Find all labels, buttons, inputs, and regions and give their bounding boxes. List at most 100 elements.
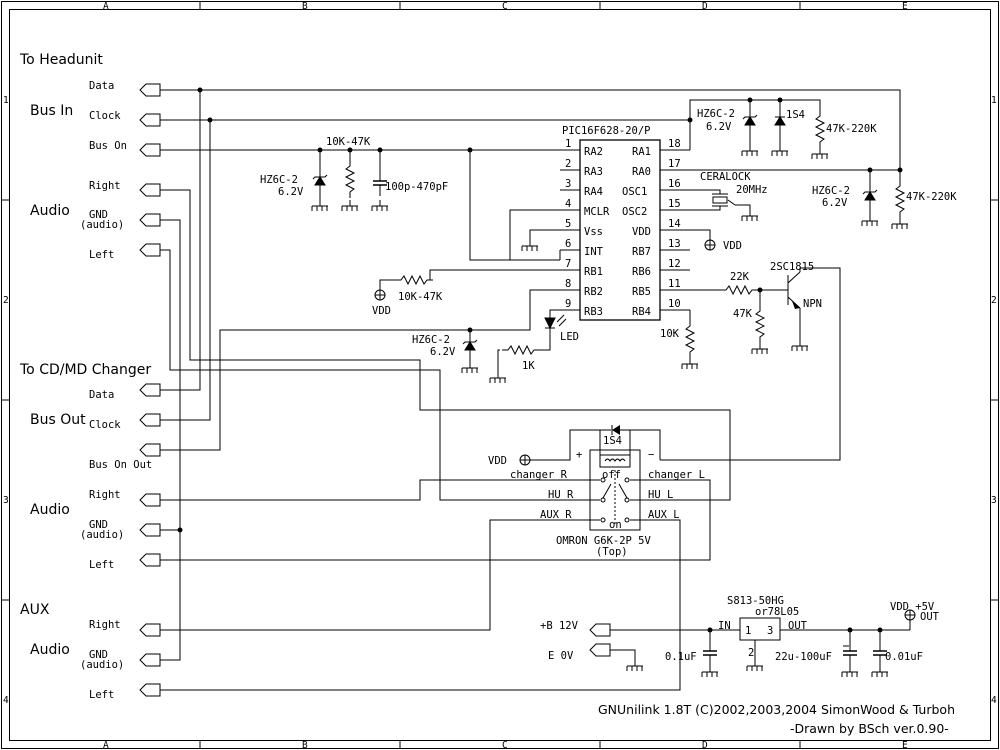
label-reg-in: IN (718, 620, 731, 632)
mcu-pin-name-7: RB1 (584, 266, 603, 278)
label-c-out1: 22u-100uF (775, 651, 832, 663)
mcu-pin-num-10: 10 (668, 298, 681, 310)
border-row-4-left: 4 (3, 695, 9, 706)
mcu-pin-name-11: RB5 (632, 286, 651, 298)
label-regulator-alt: or78L05 (755, 606, 799, 618)
border-col-c-bottom: C (502, 740, 508, 750)
relay (589, 425, 641, 531)
relay-diode-label: 1S4 (603, 435, 622, 447)
port-label-left-changer: Left (89, 559, 114, 571)
label-audio-changer: Audio (30, 502, 70, 518)
label-vdd-out: VDD +5V (890, 601, 935, 613)
mcu-pin-name-16: OSC1 (622, 186, 647, 198)
mcu-pin-num-4: 4 (565, 198, 571, 210)
ground-emitter (791, 339, 809, 352)
transistor-emitter-arrow (792, 301, 800, 309)
label-zener-ra0-v: 6.2V (822, 197, 848, 209)
mcu-pin-num-8: 8 (565, 278, 571, 290)
label-cap-busin: 100p-470pF (385, 181, 448, 193)
led-symbol (544, 314, 567, 338)
port-label-plus-b: +B 12V (540, 620, 579, 632)
border-col-b-bottom: B (302, 740, 308, 750)
mcu-pin-num-1: 1 (565, 138, 571, 150)
mcu-pin-labels: 1 RA2 2 RA3 3 RA4 4 MCLR 5 Vss 6 INT 7 R… (565, 138, 681, 318)
port-label-gnd-hu: GND (89, 209, 108, 221)
label-r-int: 10K-47K (398, 291, 443, 303)
label-bus-in: Bus In (30, 103, 73, 119)
mcu-pin-name-6: INT (584, 246, 604, 258)
border-row-3-right: 3 (991, 495, 997, 506)
relay-changer-r: changer R (510, 469, 568, 481)
ceralock-resonator (712, 193, 736, 207)
zener-rb2 (462, 334, 478, 358)
port-label-right-hu: Right (89, 180, 121, 192)
mcu-pin-name-14: VDD (632, 226, 651, 238)
mcu-pin-num-16: 16 (668, 178, 681, 190)
label-ceralock-f: 20MHz (736, 184, 768, 196)
label-zener-ra1-v: 6.2V (706, 121, 732, 133)
label-r-rb4: 10K (660, 328, 680, 340)
label-zener-busin: HZ6C-2 (260, 174, 298, 186)
mcu-pin-name-13: RB7 (632, 246, 651, 258)
label-zener-ra0: HZ6C-2 (812, 185, 850, 197)
mcu-pin-num-3: 3 (565, 178, 571, 190)
mcu-pin-name-9: RB3 (584, 306, 603, 318)
port-label-gnd-hu-sub: (audio) (80, 219, 124, 231)
mcu-pin-num-2: 2 (565, 158, 571, 170)
port-label-clock-in: Clock (89, 110, 121, 122)
label-zener-ra1: HZ6C-2 (697, 108, 735, 120)
resistor-be (755, 304, 765, 344)
border-row-3-left: 3 (3, 495, 9, 506)
border-row-4-right: 4 (991, 695, 997, 706)
relay-on: on (609, 519, 622, 531)
border-col-d-top: D (702, 1, 708, 12)
vdd-symbol-pin14 (704, 239, 716, 251)
ground-be (751, 342, 769, 355)
label-reg-pin1: 1 (745, 625, 751, 637)
border-row-1-right: 1 (991, 95, 997, 106)
label-r-pull-ra0: 47K-220K (906, 191, 957, 203)
resistor-rb4 (685, 319, 695, 359)
resistor-led (501, 345, 541, 355)
label-c-out2: 0.01uF (885, 651, 923, 663)
mcu-pin-num-18: 18 (668, 138, 681, 150)
resistor-base (719, 285, 759, 295)
mcu-pin-num-12: 12 (668, 258, 681, 270)
mcu-pin-num-13: 13 (668, 238, 681, 250)
port-label-left-hu: Left (89, 249, 114, 261)
port-label-clock-out: Clock (89, 419, 121, 431)
mcu-pin-name-3: RA4 (584, 186, 603, 198)
border-row-2-right: 2 (991, 295, 997, 306)
label-r-base: 22K (730, 271, 750, 283)
port-label-data-in: Data (89, 80, 114, 92)
mcu-pin-name-8: RB2 (584, 286, 603, 298)
relay-off: off (602, 469, 621, 481)
ground-rb2 (461, 361, 479, 374)
mcu-pin-name-10: RB4 (632, 306, 651, 318)
label-vdd-rb1: VDD (372, 305, 391, 317)
port-label-gnd-changer-sub: (audio) (80, 529, 124, 541)
busin-protection (311, 159, 389, 212)
border-col-c-top: C (502, 1, 508, 12)
label-r-busin: 10K-47K (326, 136, 371, 148)
label-audio-headunit: Audio (30, 203, 70, 219)
ground-rb4 (681, 357, 699, 370)
junction-dots (177, 87, 903, 633)
label-bus-out: Bus Out (30, 412, 86, 428)
border-col-b-top: B (302, 1, 308, 12)
port-label-gnd-changer: GND (89, 519, 108, 531)
power-supply (626, 609, 916, 678)
border-col-a-top: A (103, 1, 109, 12)
resistor-rb1 (394, 275, 434, 285)
credits-line-2: -Drawn by BSch ver.0.90- (790, 721, 949, 736)
label-vdd-pin14: VDD (723, 240, 742, 252)
relay-vdd: VDD (488, 455, 507, 467)
label-regulator: S813-50HG (727, 595, 784, 607)
border-col-e-bottom: E (902, 740, 908, 750)
border-col-d-bottom: D (702, 740, 708, 750)
border-row-2-left: 2 (3, 295, 9, 306)
label-led: LED (560, 331, 579, 343)
label-c-in: 0.1uF (665, 651, 697, 663)
label-aux: AUX (20, 602, 50, 618)
